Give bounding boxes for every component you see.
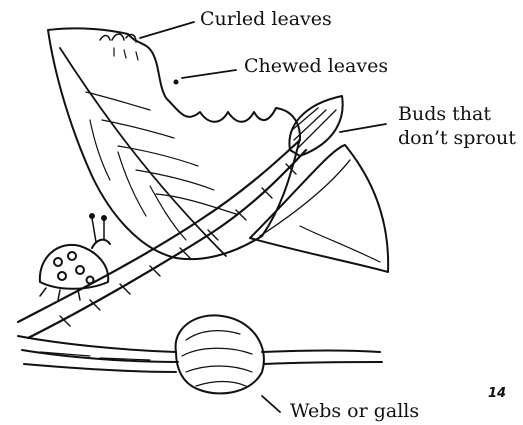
back-leaf (250, 145, 388, 272)
buds-label-line2: don’t sprout (398, 127, 516, 149)
corner-mark: 14 (488, 386, 506, 401)
chewed-leaves-label: Chewed leaves (244, 55, 388, 77)
gall (176, 315, 264, 393)
buds-label-line1: Buds that (398, 103, 491, 125)
buds-pointer (340, 124, 386, 132)
webs-pointer (262, 396, 280, 412)
lower-stem (18, 336, 382, 372)
webs-or-galls-label: Webs or galls (290, 400, 419, 422)
ladybug (40, 213, 110, 300)
curled-pointer (140, 22, 194, 38)
chewed-pointer (182, 70, 236, 78)
branch (18, 140, 306, 338)
curled-leaves-label: Curled leaves (200, 8, 332, 30)
